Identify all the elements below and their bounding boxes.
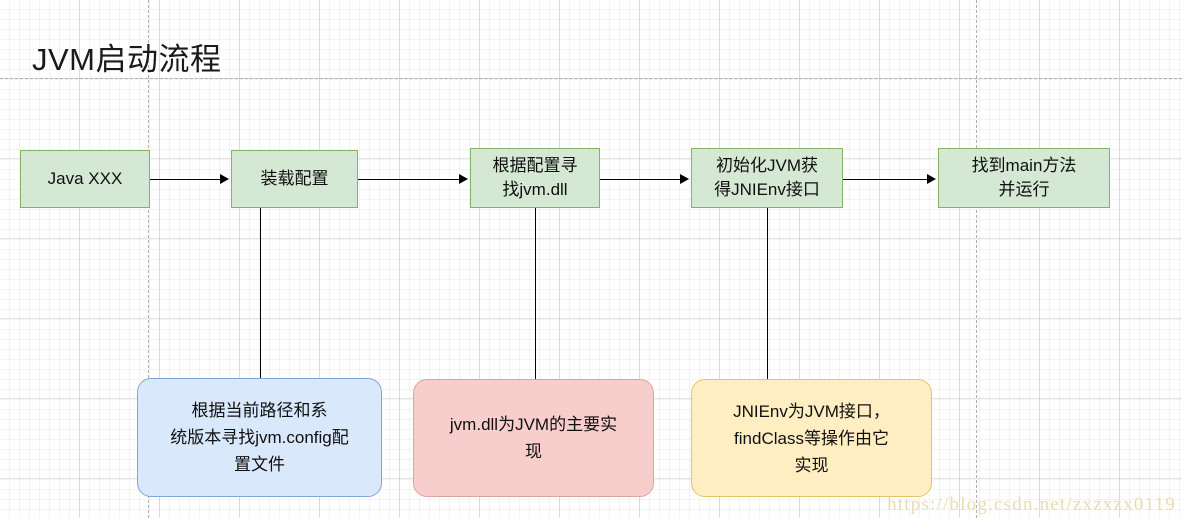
flow-node-find-main-run[interactable]: 找到main方法 并运行 (938, 148, 1110, 208)
note-jvm-dll-implementation[interactable]: jvm.dll为JVM的主要实 现 (413, 379, 654, 497)
flow-node-load-config[interactable]: 装载配置 (231, 150, 358, 208)
watermark-text: https://blog.csdn.net/zxzxzx0119 (887, 494, 1176, 515)
arrow-head-icon (459, 174, 468, 184)
connector-step4-step5 (843, 179, 929, 180)
note-label: jvm.dll为JVM的主要实 现 (449, 415, 618, 461)
flow-node-java-xxx[interactable]: Java XXX (20, 150, 150, 208)
arrow-head-icon (927, 174, 936, 184)
note-jvm-config-lookup[interactable]: 根据当前路径和系 统版本寻找jvm.config配 置文件 (137, 378, 382, 497)
page-break-line-vertical-1 (148, 0, 149, 518)
connector-step2-step3 (358, 179, 461, 180)
note-jnienv-interface[interactable]: JNIEnv为JVM接口， findClass等操作由它 实现 (691, 379, 932, 497)
connector-step3-step4 (600, 179, 682, 180)
page-break-line-vertical-2 (976, 0, 977, 518)
connector-step3-note2 (535, 208, 536, 379)
connector-step2-note1 (260, 208, 261, 378)
flow-node-label: 根据配置寻 找jvm.dll (492, 156, 578, 199)
connector-step1-step2 (150, 179, 222, 180)
page-title: JVM启动流程 (32, 42, 222, 77)
flow-node-label: 找到main方法 并运行 (971, 156, 1077, 199)
connector-step4-note3 (767, 208, 768, 379)
flow-node-find-jvm-dll[interactable]: 根据配置寻 找jvm.dll (470, 148, 600, 208)
flow-node-init-jvm-jnienv[interactable]: 初始化JVM获 得JNIEnv接口 (691, 148, 843, 208)
arrow-head-icon (680, 174, 689, 184)
note-label: 根据当前路径和系 统版本寻找jvm.config配 置文件 (170, 401, 349, 474)
arrow-head-icon (220, 174, 229, 184)
page-break-line-horizontal-1 (0, 78, 1182, 79)
flow-node-label: 装载配置 (260, 169, 329, 188)
flow-node-label: 初始化JVM获 得JNIEnv接口 (714, 156, 820, 199)
note-label: JNIEnv为JVM接口， findClass等操作由它 实现 (733, 401, 890, 475)
flow-node-label: Java XXX (47, 169, 123, 188)
